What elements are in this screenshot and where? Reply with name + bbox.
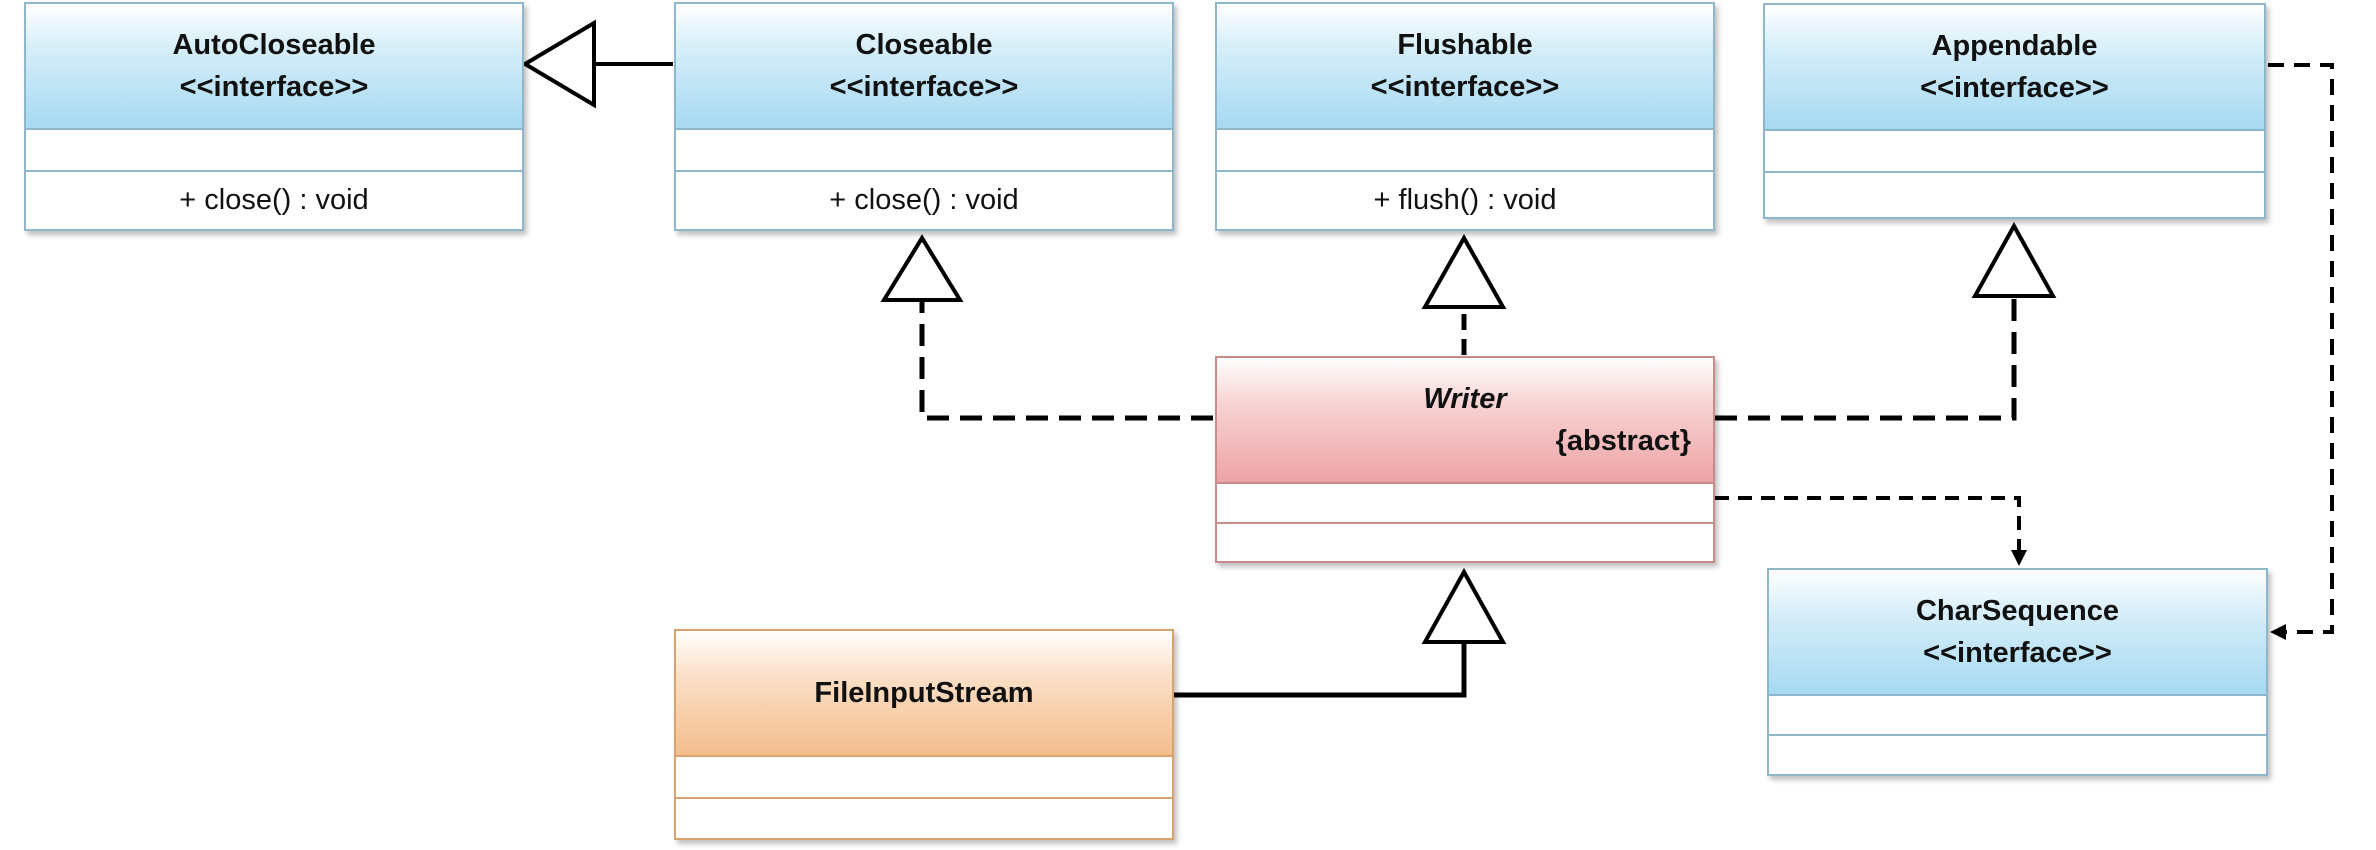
fileinputstream-extends-writer xyxy=(1174,567,1507,698)
class-name: AutoCloseable xyxy=(172,29,376,61)
attributes-compartment xyxy=(1217,482,1713,522)
class-name: Writer xyxy=(1423,383,1507,415)
class-charsequence[interactable]: CharSequence <<interface>> xyxy=(1767,568,2268,776)
class-stereotype: <<interface>> xyxy=(829,71,1019,103)
operations-compartment: + close() : void xyxy=(26,170,522,229)
realization-arrowhead xyxy=(1971,221,2057,298)
class-autocloseable[interactable]: AutoCloseable <<interface>> + close() : … xyxy=(24,2,524,231)
class-header: AutoCloseable <<interface>> xyxy=(26,4,522,128)
attributes-compartment xyxy=(1769,694,2266,734)
writer-implements-appendable xyxy=(1715,221,2057,421)
attributes-compartment xyxy=(676,755,1172,797)
writer-depends-charsequence xyxy=(1715,496,2027,566)
class-flushable[interactable]: Flushable <<interface>> + flush() : void xyxy=(1215,2,1715,231)
method-close: + close() : void xyxy=(829,184,1019,216)
class-fileinputstream[interactable]: FileInputStream xyxy=(674,629,1174,840)
class-name: CharSequence xyxy=(1915,595,2120,627)
operations-compartment xyxy=(1765,171,2264,217)
class-name: Flushable xyxy=(1397,29,1533,61)
attributes-compartment xyxy=(1217,128,1713,170)
attributes-compartment xyxy=(1765,129,2264,171)
class-name: Appendable xyxy=(1931,30,2098,62)
class-name: Closeable xyxy=(855,29,993,61)
class-header: CharSequence <<interface>> xyxy=(1769,570,2266,694)
class-header: Writer {abstract} xyxy=(1217,358,1713,482)
attributes-compartment xyxy=(676,128,1172,170)
class-header: FileInputStream xyxy=(676,631,1172,755)
class-modifier: {abstract} xyxy=(1555,425,1691,457)
method-flush: + flush() : void xyxy=(1373,184,1557,216)
generalization-arrowhead xyxy=(1421,567,1507,644)
closeable-extends-autocloseable xyxy=(521,19,673,109)
operations-compartment xyxy=(1217,522,1713,561)
appendable-depends-charsequence xyxy=(2268,63,2334,640)
writer-implements-flushable xyxy=(1421,233,1507,355)
generalization-arrowhead xyxy=(521,19,596,109)
realization-arrowhead xyxy=(880,234,964,302)
class-writer[interactable]: Writer {abstract} xyxy=(1215,356,1715,563)
dependency-arrowhead xyxy=(2011,550,2027,566)
operations-compartment: + flush() : void xyxy=(1217,170,1713,229)
operations-compartment: + close() : void xyxy=(676,170,1172,229)
class-closeable[interactable]: Closeable <<interface>> + close() : void xyxy=(674,2,1174,231)
class-appendable[interactable]: Appendable <<interface>> xyxy=(1763,3,2266,219)
class-stereotype: <<interface>> xyxy=(1920,72,2109,104)
class-stereotype: <<interface>> xyxy=(1923,637,2112,669)
class-header: Flushable <<interface>> xyxy=(1217,4,1713,128)
class-stereotype: <<interface>> xyxy=(1370,71,1560,103)
method-close: + close() : void xyxy=(179,184,369,216)
operations-compartment xyxy=(676,797,1172,838)
realization-arrowhead xyxy=(1421,233,1507,309)
class-header: Closeable <<interface>> xyxy=(676,4,1172,128)
writer-implements-closeable xyxy=(880,234,1213,421)
class-stereotype: <<interface>> xyxy=(179,71,369,103)
operations-compartment xyxy=(1769,734,2266,774)
class-header: Appendable <<interface>> xyxy=(1765,5,2264,129)
dependency-arrowhead xyxy=(2270,624,2286,640)
class-name: FileInputStream xyxy=(814,677,1034,709)
attributes-compartment xyxy=(26,128,522,170)
